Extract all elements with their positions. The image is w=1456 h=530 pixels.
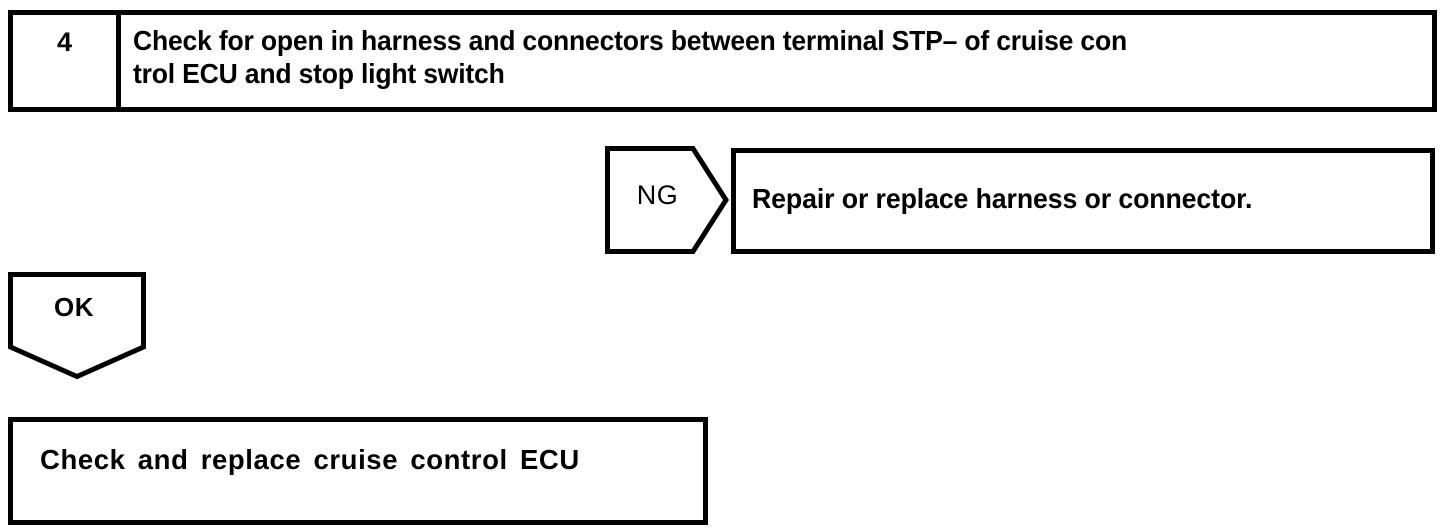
- ng-arrow-tag: [605, 146, 729, 254]
- ok-label: OK: [54, 292, 94, 322]
- ng-label: NG: [636, 180, 679, 210]
- ok-arrow-tag: [8, 272, 146, 380]
- ng-arrow-shape: [605, 146, 729, 254]
- ok-result-text: Check and replace cruise control ECU: [40, 444, 580, 475]
- step-number: 4: [56, 27, 73, 57]
- step-description-text: Check for open in harness and connectors…: [133, 25, 1128, 89]
- ng-result-box: Repair or replace harness or connector.: [731, 148, 1435, 254]
- step-number-cell: 4: [13, 15, 121, 107]
- ok-result-box: Check and replace cruise control ECU: [8, 417, 708, 525]
- step-header-table: 4 Check for open in harness and connecto…: [8, 10, 1437, 112]
- ok-arrow-shape: [8, 272, 146, 380]
- ng-result-text: Repair or replace harness or connector.: [752, 183, 1253, 214]
- step-description-cell: Check for open in harness and connectors…: [121, 15, 1432, 107]
